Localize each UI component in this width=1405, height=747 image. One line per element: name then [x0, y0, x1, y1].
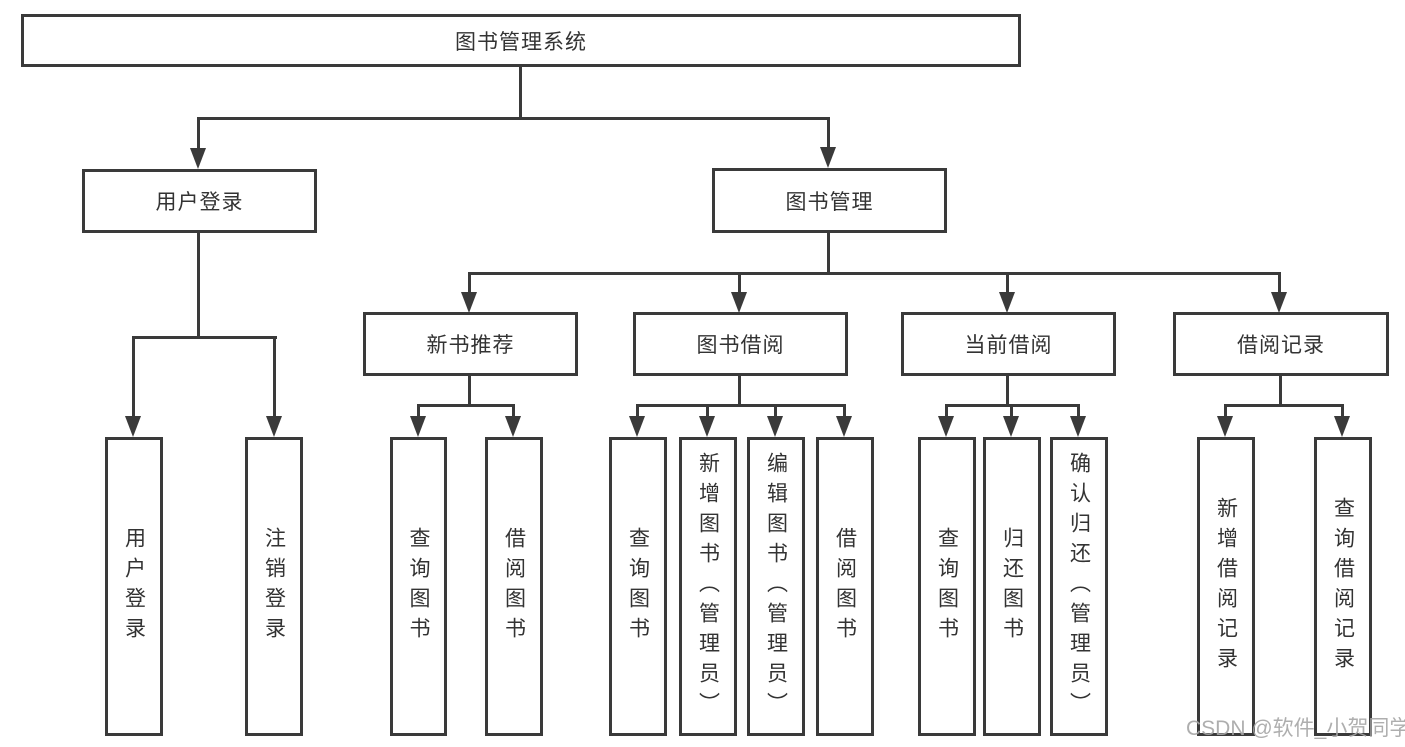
connector-line [1010, 404, 1013, 417]
leaf-return-book: 归还图书 [983, 437, 1041, 736]
node-current-borrowing: 当前借阅 [901, 312, 1116, 376]
leaf-confirm-return-admin: 确认归还（管理员） [1050, 437, 1108, 736]
csdn-watermark: CSDN @软件_小贺同学 [1186, 717, 1405, 740]
arrow-down-icon [1334, 416, 1350, 437]
connector-line [843, 404, 846, 417]
connector-line [1279, 375, 1282, 406]
arrow-down-icon [820, 147, 836, 168]
leaf-label: 新增借阅记录 [1214, 496, 1238, 677]
leaf-query-books-recommend: 查询图书 [390, 437, 447, 736]
node-label: 用户登录 [155, 191, 244, 214]
arrow-down-icon [505, 416, 521, 437]
node-label: 新书推荐 [426, 334, 515, 357]
arrow-down-icon [938, 416, 954, 437]
leaf-label: 编辑图书（管理员） [764, 451, 788, 722]
leaf-borrow-books: 借阅图书 [816, 437, 874, 736]
connector-line [273, 336, 276, 417]
arrow-down-icon [1070, 416, 1086, 437]
connector-line [197, 117, 830, 120]
connector-line [1077, 404, 1080, 417]
connector-line [132, 336, 277, 339]
connector-line [738, 272, 741, 293]
arrow-down-icon [731, 292, 747, 313]
connector-line [827, 117, 830, 150]
leaf-query-books-borrowing: 查询图书 [609, 437, 667, 736]
connector-line [197, 232, 200, 337]
connector-line [738, 375, 741, 406]
leaf-add-borrow-record: 新增借阅记录 [1197, 437, 1255, 736]
arrow-down-icon [125, 416, 141, 437]
node-book-borrowing: 图书借阅 [633, 312, 848, 376]
connector-line [1341, 404, 1344, 417]
arrow-down-icon [410, 416, 426, 437]
arrow-down-icon [461, 292, 477, 313]
node-label: 借阅记录 [1237, 334, 1325, 357]
connector-line [1006, 272, 1009, 293]
connector-line [512, 404, 515, 417]
leaf-query-borrow-record: 查询借阅记录 [1314, 437, 1372, 736]
connector-line [417, 404, 420, 417]
leaf-label: 查询借阅记录 [1331, 496, 1355, 677]
connector-line [945, 404, 948, 417]
leaf-user-login: 用户登录 [105, 437, 163, 736]
leaf-label: 新增图书（管理员） [696, 451, 720, 722]
connector-line [1006, 375, 1009, 406]
leaf-label: 注销登录 [262, 526, 286, 647]
leaf-label: 确认归还（管理员） [1067, 451, 1091, 722]
connector-line [636, 404, 845, 407]
arrow-down-icon [1217, 416, 1233, 437]
leaf-label: 查询图书 [626, 526, 650, 647]
leaf-query-books-current: 查询图书 [918, 437, 976, 736]
arrow-down-icon [1003, 416, 1019, 437]
connector-line [827, 232, 830, 274]
arrow-down-icon [836, 416, 852, 437]
connector-line [1224, 404, 1344, 407]
leaf-edit-book-admin: 编辑图书（管理员） [747, 437, 805, 736]
leaf-label: 借阅图书 [502, 526, 526, 647]
node-library-management-system: 图书管理系统 [21, 14, 1021, 67]
leaf-borrow-books-recommend: 借阅图书 [485, 437, 543, 736]
connector-line [519, 66, 522, 118]
node-user-login: 用户登录 [82, 169, 317, 233]
arrow-down-icon [1271, 292, 1287, 313]
connector-line [468, 375, 471, 406]
connector-line [417, 404, 515, 407]
connector-line [468, 272, 471, 293]
connector-line [1278, 272, 1281, 293]
leaf-logout: 注销登录 [245, 437, 303, 736]
node-book-management: 图书管理 [712, 168, 947, 233]
arrow-down-icon [190, 148, 206, 169]
leaf-label: 归还图书 [1000, 526, 1024, 647]
leaf-label: 查询图书 [935, 526, 959, 647]
leaf-label: 借阅图书 [833, 526, 857, 647]
connector-line [132, 336, 135, 417]
arrow-down-icon [266, 416, 282, 437]
connector-line [197, 117, 200, 150]
leaf-label: 查询图书 [407, 526, 430, 647]
arrow-down-icon [629, 416, 645, 437]
leaf-add-book-admin: 新增图书（管理员） [679, 437, 737, 736]
node-borrow-records: 借阅记录 [1173, 312, 1389, 376]
node-label: 图书管理 [785, 190, 874, 214]
arrow-down-icon [767, 416, 783, 437]
connector-line [774, 404, 777, 417]
connector-line [1224, 404, 1227, 417]
connector-line [468, 272, 1281, 275]
arrow-down-icon [699, 416, 715, 437]
node-label: 图书借阅 [696, 334, 785, 357]
node-new-book-recommendation: 新书推荐 [363, 312, 578, 376]
connector-line [706, 404, 709, 417]
node-label: 图书管理系统 [455, 30, 587, 54]
node-label: 当前借阅 [964, 334, 1053, 357]
leaf-label: 用户登录 [122, 526, 146, 647]
arrow-down-icon [999, 292, 1015, 313]
connector-line [636, 404, 639, 417]
